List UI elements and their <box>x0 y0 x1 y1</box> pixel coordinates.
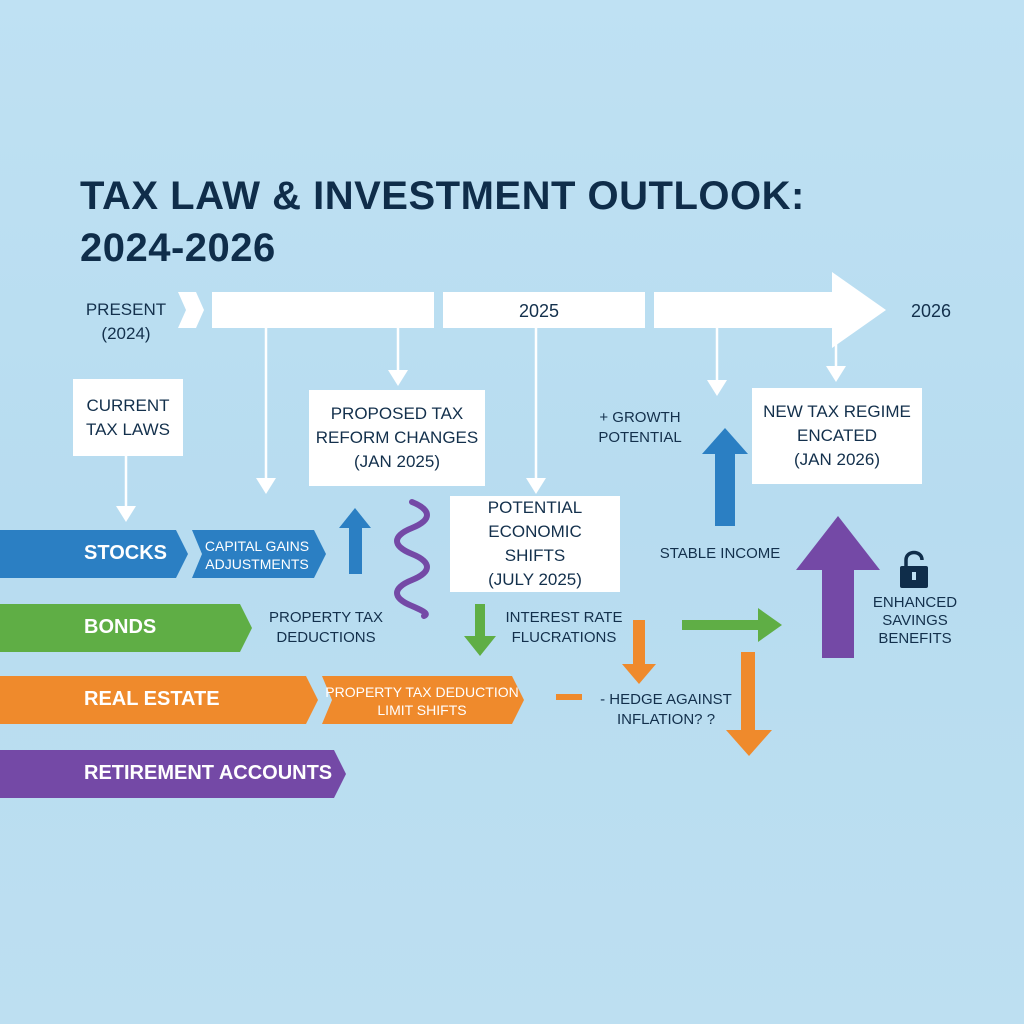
growth-line-1: + GROWTH <box>599 409 681 426</box>
timeline-arrow-head <box>654 272 886 348</box>
blue-arrow-small-shaft <box>349 526 362 574</box>
proposed-reform-line-3: (JAN 2025) <box>354 452 440 471</box>
property-tax-deductions-annotation: PROPERTY TAX DEDUCTIONS <box>256 608 396 648</box>
band-retirement-label: RETIREMENT ACCOUNTS <box>84 762 333 784</box>
timeline-segment-1 <box>178 292 204 328</box>
timeline-segment-3 <box>443 292 645 328</box>
stable-income-annotation: STABLE INCOME <box>659 545 781 562</box>
orange-arrow-small-shaft <box>633 620 645 666</box>
title-line-1: TAX LAW & INVESTMENT OUTLOOK: <box>80 174 805 218</box>
growth-potential-annotation: + GROWTH POTENTIAL <box>586 408 694 448</box>
arrow-down-regime <box>826 366 846 382</box>
new-regime-line-2: ENCATED <box>797 426 877 445</box>
hedge-line-2: INFLATION? ? <box>616 711 716 728</box>
title-line-2: 2024-2026 <box>80 226 276 270</box>
interest-rate-annotation: INTEREST RATE FLUCRATIONS <box>494 608 634 648</box>
interest-rate-line-2: FLUCRATIONS <box>511 629 617 646</box>
timeline-2025-label: 2025 <box>518 301 560 321</box>
band-realestate-shape <box>0 676 318 724</box>
band-stocks-shape <box>0 530 188 578</box>
band-realestate-sub-shape <box>322 676 524 724</box>
band-real-estate-label: REAL ESTATE <box>84 688 220 710</box>
blue-arrow-large-head <box>702 428 748 454</box>
band-bonds-label: BONDS <box>84 616 157 638</box>
stocks-sub-line-2: ADJUSTMENTS <box>205 556 309 572</box>
arrow-down-present <box>256 478 276 494</box>
new-regime-line-3: (JAN 2026) <box>794 450 880 469</box>
page-title: TAX LAW & INVESTMENT OUTLOOK: 2024-2026 <box>80 170 840 274</box>
arrow-down-current <box>116 506 136 522</box>
green-arrow-right-shaft <box>682 620 760 630</box>
economic-shifts-line-3: (JULY 2025) <box>488 570 582 589</box>
band-retirement-shape <box>0 750 346 798</box>
purple-arrow-large-head <box>796 516 880 570</box>
realestate-sub-line-2: LIMIT SHIFTS <box>377 702 467 718</box>
band-real-estate-sub-label: PROPERTY TAX DEDUCTION LIMIT SHIFTS <box>324 683 520 719</box>
blue-arrow-small-head <box>339 508 371 528</box>
lock-icon <box>900 550 928 588</box>
timeline-present-label: PRESENT (2024) <box>76 298 176 346</box>
proposed-reform-line-1: PROPOSED TAX <box>330 404 464 423</box>
property-tax-line-1: PROPERTY TAX <box>269 609 383 626</box>
stocks-sub-line-1: CAPITAL GAINS <box>204 538 310 554</box>
savings-line-3: BENEFITS <box>878 630 952 647</box>
band-stocks-sub-shape <box>192 530 326 578</box>
hedge-inflation-annotation: - HEDGE AGAINST INFLATION? ? <box>592 690 740 730</box>
growth-line-2: POTENTIAL <box>598 429 682 446</box>
arrow-down-growth <box>707 380 727 396</box>
enhanced-savings-annotation: ENHANCED SAVINGS BENEFITS <box>862 594 968 648</box>
economic-shifts-box: POTENTIAL ECONOMIC SHIFTS (JULY 2025) <box>450 496 620 592</box>
green-arrow-down-shaft <box>475 604 485 638</box>
realestate-sub-line-1: PROPERTY TAX DEDUCTION <box>325 684 519 700</box>
economic-shifts-line-1: POTENTIAL <box>487 498 583 517</box>
timeline-present-line-2: (2024) <box>101 324 151 343</box>
orange-dash <box>556 694 582 700</box>
band-stocks-sub-label: CAPITAL GAINS ADJUSTMENTS <box>196 537 318 573</box>
proposed-reform-line-2: REFORM CHANGES <box>315 428 479 447</box>
hedge-line-1: - HEDGE AGAINST <box>600 691 732 708</box>
green-arrow-down-head <box>464 636 496 656</box>
timeline-2026-label: 2026 <box>910 301 952 321</box>
purple-arrow-large-shaft <box>822 566 854 658</box>
timeline-present-line-1: PRESENT <box>85 300 167 319</box>
green-arrow-right-head <box>758 608 782 642</box>
economic-shifts-line-2: ECONOMIC SHIFTS <box>488 522 582 565</box>
property-tax-line-2: DEDUCTIONS <box>276 629 376 646</box>
current-tax-laws-line-2: TAX LAWS <box>85 419 171 439</box>
savings-line-2: SAVINGS <box>882 612 948 629</box>
orange-arrow-large-shaft <box>741 652 755 732</box>
arrow-down-reform <box>388 370 408 386</box>
proposed-reform-box: PROPOSED TAX REFORM CHANGES (JAN 2025) <box>309 390 485 486</box>
savings-line-1: ENHANCED <box>872 594 958 611</box>
band-stocks-label: STOCKS <box>84 542 167 564</box>
current-tax-laws-box: CURRENT TAX LAWS <box>73 379 183 456</box>
arrow-down-2025 <box>526 478 546 494</box>
band-bonds-shape <box>0 604 252 652</box>
new-regime-line-1: NEW TAX REGIME <box>763 402 911 421</box>
purple-squiggle <box>394 499 430 619</box>
current-tax-laws-line-1: CURRENT <box>86 395 170 415</box>
timeline-segment-2 <box>212 292 434 328</box>
interest-rate-line-1: INTEREST RATE <box>505 609 623 626</box>
new-regime-box: NEW TAX REGIME ENCATED (JAN 2026) <box>752 388 922 484</box>
blue-arrow-large-shaft <box>715 452 735 526</box>
orange-arrow-small-head <box>622 664 656 684</box>
orange-arrow-large-head <box>726 730 772 756</box>
